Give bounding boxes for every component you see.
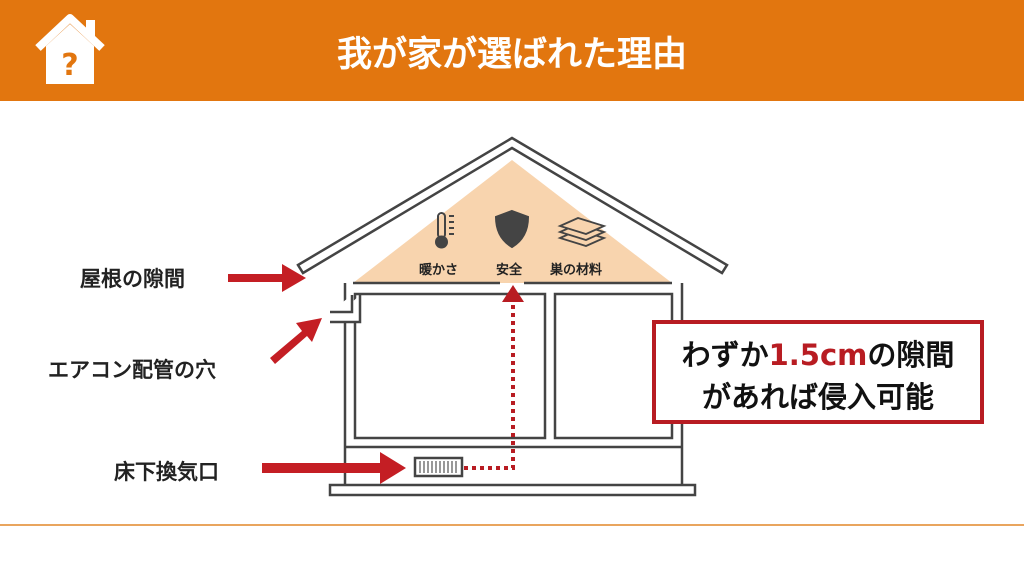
arrows <box>228 264 406 484</box>
svg-text:?: ? <box>61 48 78 83</box>
attic-label-safety: 安全 <box>496 263 523 278</box>
label-aircon-hole: エアコン配管の穴 <box>48 358 216 382</box>
attic-label-warmth: 暖かさ <box>419 263 459 278</box>
label-roof-gap: 屋根の隙間 <box>80 267 185 291</box>
divider <box>0 524 1024 526</box>
callout-text: の隙間 <box>867 338 955 372</box>
intrusion-path <box>464 300 515 470</box>
page-title: 我が家が選ばれた理由 <box>336 35 687 75</box>
callout-text-line2: があれば侵入可能 <box>701 380 934 414</box>
attic-label-nest-material: 巣の材料 <box>550 263 603 278</box>
header-bar: ? 我が家が選ばれた理由 <box>0 0 1024 101</box>
callout-highlight: 1.5cm <box>768 338 868 372</box>
house-question-icon: ? <box>35 14 105 84</box>
callout-text: わずか <box>681 338 769 372</box>
layers-icon <box>557 217 607 247</box>
callout-box: わずか1.5cmの隙間 があれば侵入可能 <box>652 320 984 424</box>
label-underfloor-vent: 床下換気口 <box>114 460 219 484</box>
shield-icon <box>494 209 530 249</box>
thermometer-icon <box>435 212 454 249</box>
